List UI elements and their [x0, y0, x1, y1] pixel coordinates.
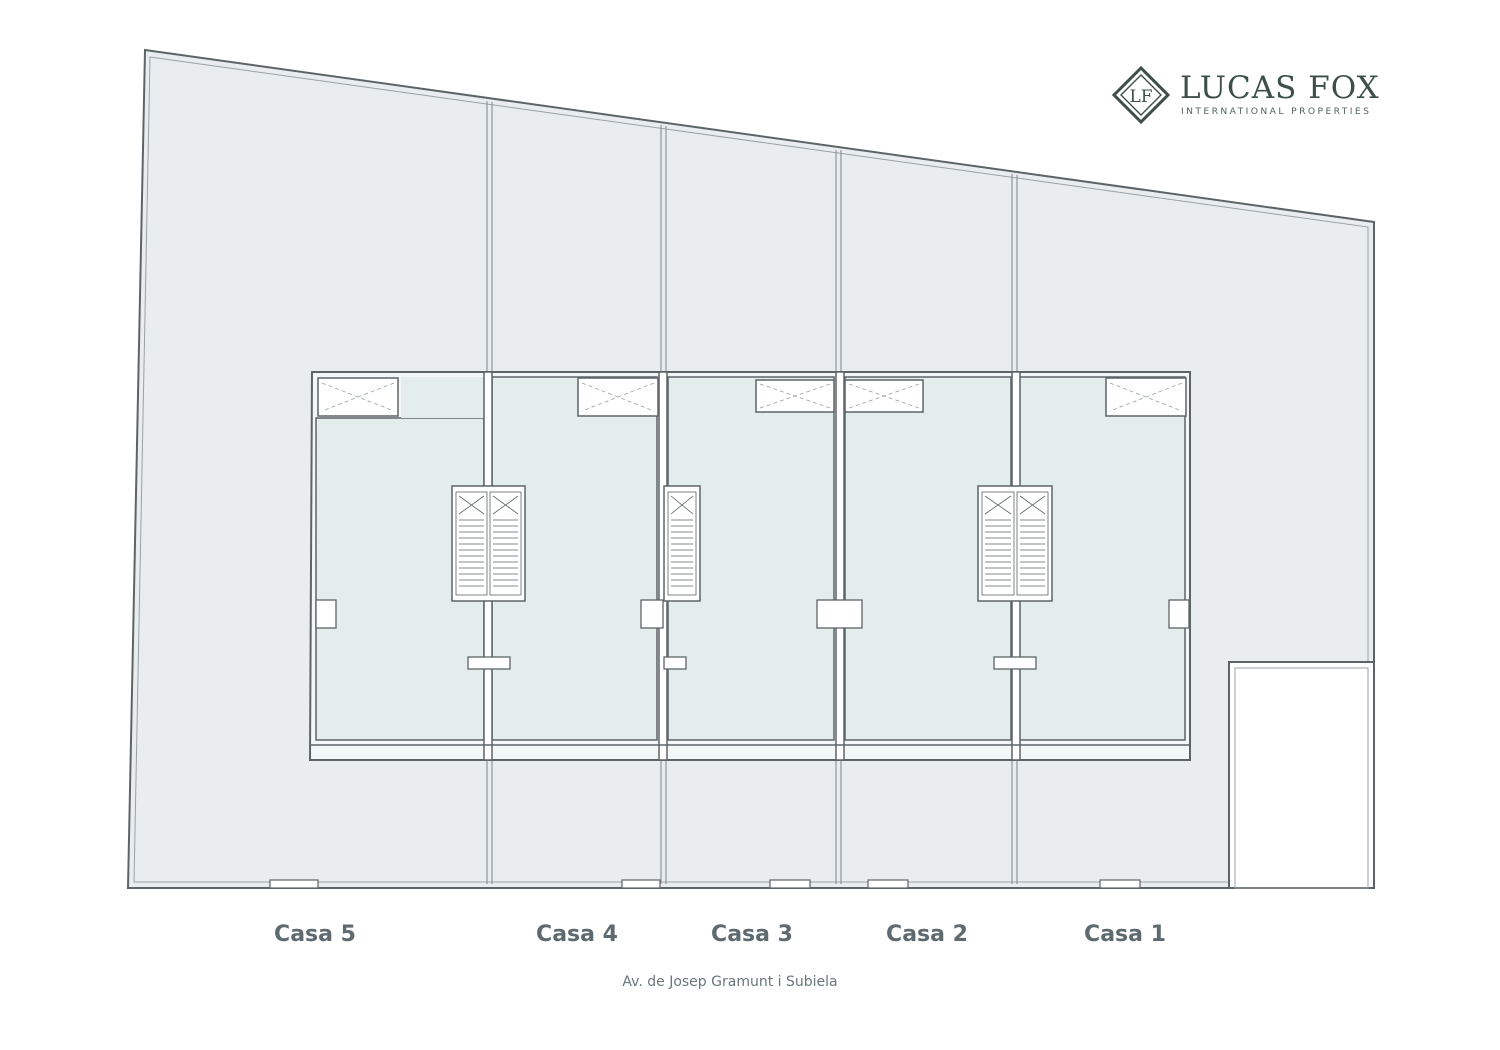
- stair-flight: [981, 491, 1015, 596]
- house-label-casa-3: Casa 3: [711, 922, 793, 947]
- stair-flight: [455, 491, 488, 596]
- annex-block: [1228, 661, 1375, 889]
- house-label-casa-4: Casa 4: [536, 922, 618, 947]
- logo-tagline: INTERNATIONAL PROPERTIES: [1181, 106, 1372, 117]
- stair-flight: [1016, 491, 1049, 596]
- diamond-monogram-icon: LF: [1112, 66, 1170, 124]
- logo-name: LUCAS FOX: [1180, 70, 1380, 106]
- stair-landing: [670, 495, 694, 515]
- house-label-casa-5: Casa 5: [274, 922, 356, 947]
- house-label-casa-2: Casa 2: [886, 922, 968, 947]
- company-logo: LF LUCAS FOX INTERNATIONAL PROPERTIES: [1112, 66, 1382, 126]
- street-name: Av. de Josep Gramunt i Subiela: [622, 974, 838, 990]
- stair-steps: [455, 491, 1049, 596]
- staircases: [451, 485, 1053, 602]
- stair-landing: [1019, 495, 1046, 515]
- stair-landing: [458, 495, 485, 515]
- stair-flight: [667, 491, 697, 596]
- stair-landing: [984, 495, 1012, 515]
- street-gates: [269, 879, 1141, 889]
- service-boxes: [315, 599, 1190, 670]
- stair-landing: [492, 495, 519, 515]
- logo-monogram: LF: [1129, 87, 1152, 107]
- stair-flight: [489, 491, 522, 596]
- house-label-casa-1: Casa 1: [1084, 922, 1166, 947]
- building: [308, 371, 1191, 761]
